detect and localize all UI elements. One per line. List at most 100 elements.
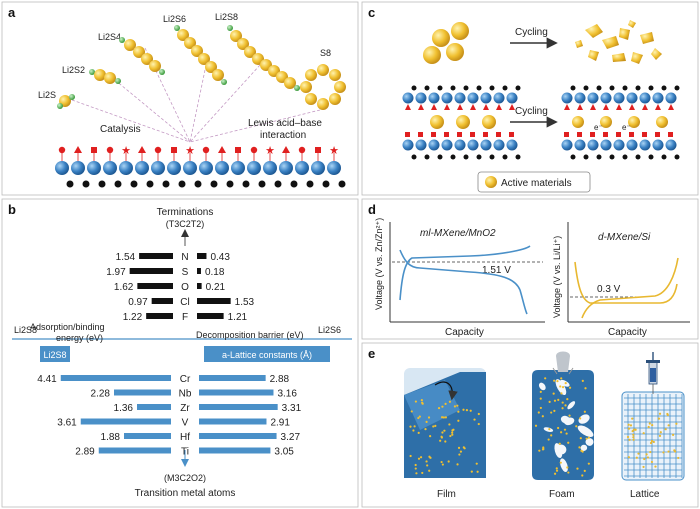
electron-label-2: e⁻ xyxy=(622,123,631,132)
metal-element: V xyxy=(182,418,189,429)
lewis-label-2: interaction xyxy=(260,130,306,141)
mxene-sphere xyxy=(135,161,149,175)
mxene-sphere xyxy=(55,161,69,175)
binding-energy-value: 1.36 xyxy=(114,403,134,414)
mxene-layers-c xyxy=(402,85,680,160)
adsorption-value: 1.97 xyxy=(106,267,126,278)
d-left-discharge-curve xyxy=(399,249,528,315)
mxene-sphere xyxy=(327,161,341,175)
d-left-charge-curve xyxy=(399,245,531,301)
binding-energy-bar xyxy=(124,433,171,439)
termination-element: F xyxy=(182,312,188,323)
s8-ring xyxy=(300,64,346,110)
panel-d-frame xyxy=(361,198,699,340)
adsorption-bar xyxy=(146,313,173,319)
termination-element: Cl xyxy=(180,297,189,308)
species-li2s2-label: Li2S2 xyxy=(62,65,85,75)
binding-energy-value: 4.41 xyxy=(37,374,57,385)
species-s8-label: S8 xyxy=(320,48,331,58)
fragmented-particles xyxy=(575,20,662,64)
species-li2s-label: Li2S xyxy=(38,90,56,100)
lattice-constant-value: 2.88 xyxy=(270,374,290,385)
mxene-sphere xyxy=(279,161,293,175)
adsorption-value: 1.62 xyxy=(114,282,134,293)
adsorption-bar xyxy=(137,283,173,289)
panel-c-label: c xyxy=(368,5,375,20)
metal-element: Hf xyxy=(180,432,190,443)
mxene-sphere xyxy=(247,161,261,175)
metals-title: Transition metal atoms xyxy=(135,488,236,499)
d-right-title: d-MXene/Si xyxy=(598,232,651,243)
mxene-sphere xyxy=(295,161,309,175)
panel-e: Film Foam Lattice xyxy=(404,351,685,500)
d-left-xlabel: Capacity xyxy=(445,327,484,338)
barrier-value: 0.21 xyxy=(206,282,226,293)
lattice-constant-value: 2.91 xyxy=(270,418,290,429)
barrier-bar xyxy=(197,313,224,319)
d-right-ylabel: Voltage (V vs. Li/Li⁺) xyxy=(552,236,562,318)
adsorption-bar xyxy=(129,268,173,274)
binding-energy-value: 1.88 xyxy=(101,432,121,443)
binding-energy-bar xyxy=(80,418,171,425)
legend-box xyxy=(477,171,591,193)
mxene-sphere xyxy=(87,161,101,175)
barrier-value: 0.43 xyxy=(210,252,230,263)
lattice-constant-bar xyxy=(199,404,278,410)
panel-d: Voltage (V vs. Zn/Zn²⁺) Capacity ml-MXen… xyxy=(374,218,690,338)
left-axis-label-1: Adsorption/binding xyxy=(30,322,105,332)
terminations-formula: (T3C2T2) xyxy=(166,219,205,229)
binding-energy-bar xyxy=(137,404,171,410)
interaction-lines xyxy=(71,47,321,143)
mxene-sphere xyxy=(215,161,229,175)
left-species-label: Li2S8 xyxy=(14,325,37,335)
lattice-constant-value: 3.05 xyxy=(274,447,294,458)
termination-element: O xyxy=(181,282,189,293)
lewis-label-1: Lewis acid–base xyxy=(248,118,322,129)
d-right-annotation: 0.3 V xyxy=(597,284,621,295)
right-species-label: Li2S6 xyxy=(318,325,341,335)
lattice-constant-bar xyxy=(199,447,271,454)
lattice-constant-bar xyxy=(199,433,277,439)
adsorption-bar xyxy=(151,298,173,304)
lattice-label: Lattice xyxy=(630,489,660,500)
adsorption-value: 0.97 xyxy=(128,297,148,308)
binding-energy-bar xyxy=(114,389,171,396)
termination-element: N xyxy=(181,252,188,263)
foam-illustration xyxy=(532,351,594,480)
panel-e-label: e xyxy=(368,346,375,361)
d-left-title: ml-MXene/MnO2 xyxy=(420,228,496,239)
legend-label: Active materials xyxy=(501,178,572,189)
cycling-label-2: Cycling xyxy=(515,106,548,117)
binding-energy-value: 2.89 xyxy=(75,447,95,458)
adsorption-value: 1.22 xyxy=(123,312,143,323)
mxene-surface-a: ★★★★ xyxy=(55,145,346,188)
left-axis-label-2: energy (eV) xyxy=(56,333,103,343)
d-left-ylabel: Voltage (V vs. Zn/Zn²⁺) xyxy=(374,218,384,310)
species-li2s6-label: Li2S6 xyxy=(163,14,186,24)
lattice-constant-value: 3.31 xyxy=(282,403,302,414)
barrier-value: 1.21 xyxy=(228,312,248,323)
lattice-constant-bar xyxy=(199,375,266,381)
svg-text:★: ★ xyxy=(185,145,195,157)
mxene-sphere xyxy=(263,161,277,175)
terminations-title: Terminations xyxy=(157,207,214,218)
species-li2s8-label: Li2S8 xyxy=(215,12,238,22)
lattice-constant-bar xyxy=(199,389,274,396)
d-right-curve-1 xyxy=(574,261,678,304)
lattice-illustration xyxy=(621,352,685,481)
panel-a-label: a xyxy=(8,5,16,20)
barrier-bar xyxy=(197,268,201,274)
cycling-label-1: Cycling xyxy=(515,27,548,38)
adsorption-bar xyxy=(139,253,173,259)
metals-formula: (M3C2O2) xyxy=(164,473,206,483)
mxene-sphere xyxy=(199,161,213,175)
left-box xyxy=(40,346,70,362)
binding-energy-bar xyxy=(98,447,171,454)
syringe-icon xyxy=(646,352,660,394)
film-label: Film xyxy=(437,489,456,500)
li2s4-molecule xyxy=(119,37,165,75)
foam-label: Foam xyxy=(549,489,575,500)
